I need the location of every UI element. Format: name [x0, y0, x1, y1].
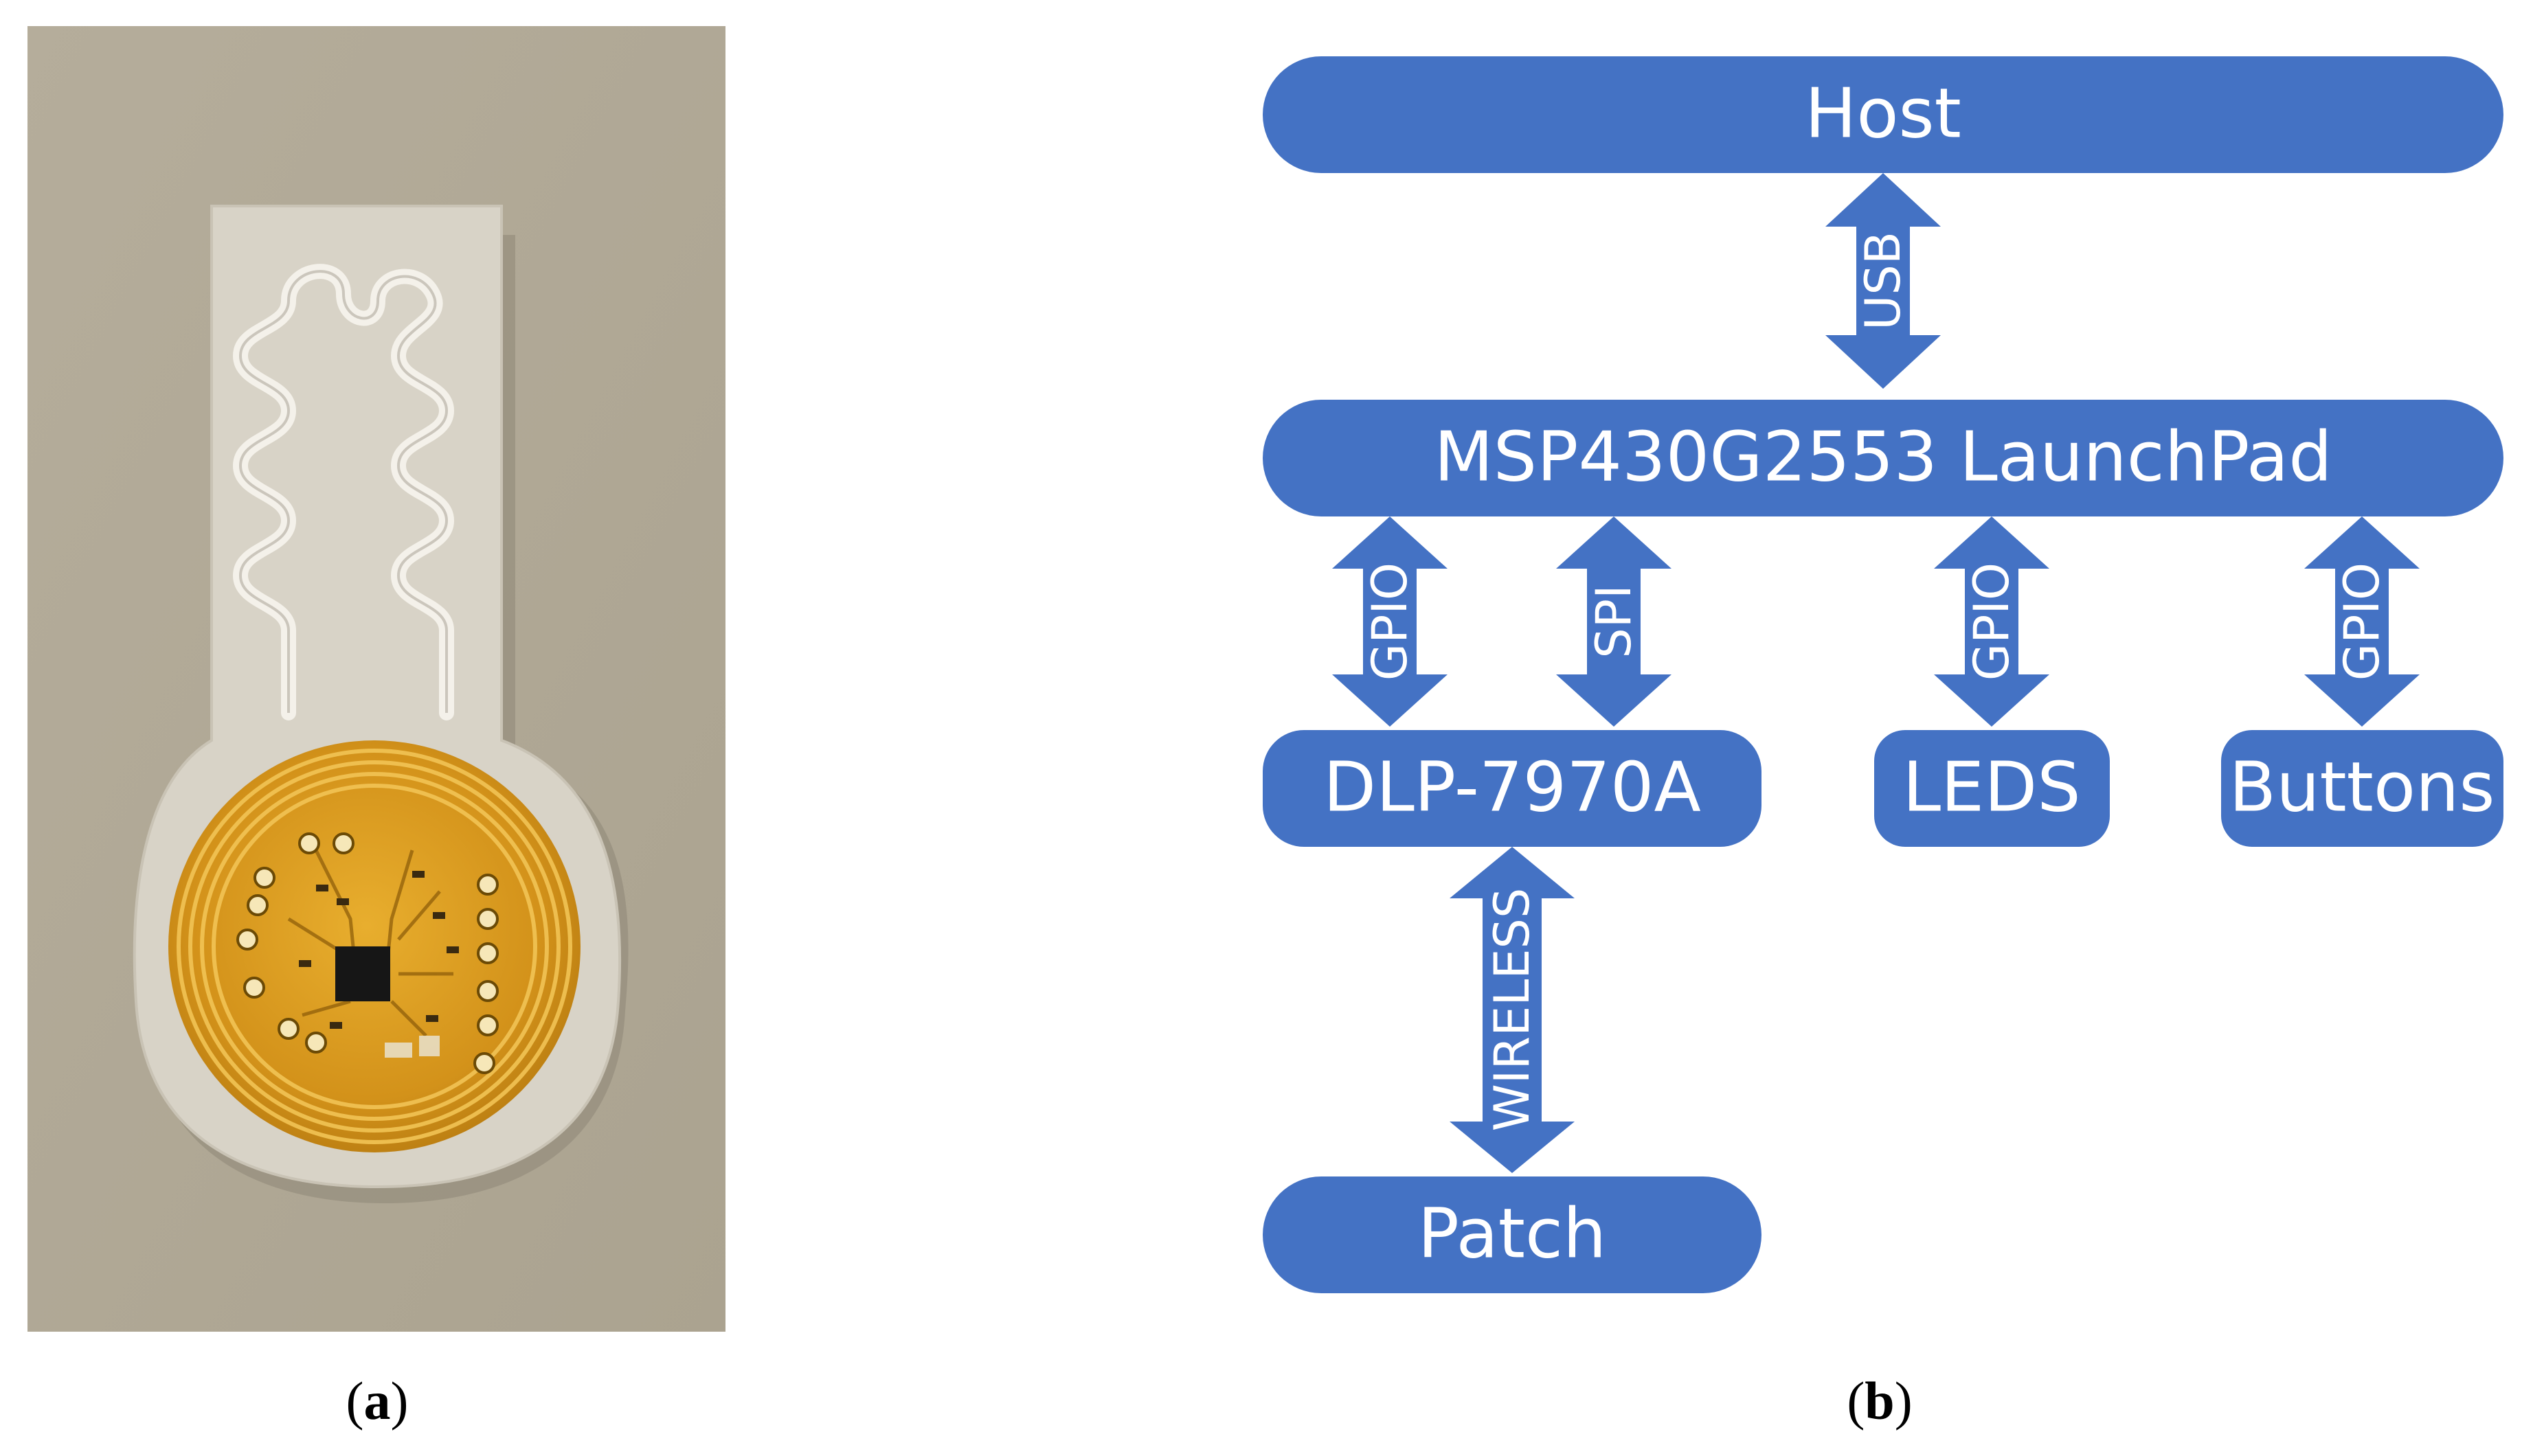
- caption-b: (b): [1847, 1370, 1912, 1432]
- sensor-patch-photo: [27, 26, 725, 1332]
- caption-b-letter: b: [1865, 1371, 1895, 1431]
- caption-b-close: ): [1894, 1371, 1913, 1431]
- launchpad-block: [1263, 400, 2503, 516]
- leds-block: [1874, 730, 2110, 847]
- usb-arrow: [1825, 173, 1941, 389]
- caption-a-letter: a: [363, 1371, 391, 1431]
- gpio-dlp-arrow-label: GPIO: [1362, 562, 1418, 681]
- caption-a-open: (: [346, 1371, 364, 1431]
- caption-a-close: ): [390, 1371, 409, 1431]
- sensor-pads: [385, 1036, 440, 1058]
- dlp-label: DLP-7970A: [1323, 747, 1701, 828]
- test-pads: [236, 832, 499, 1074]
- usb-arrow-label: USB: [1855, 231, 1911, 330]
- host-label: Host: [1805, 73, 1961, 154]
- leds-label: LEDS: [1902, 747, 2080, 828]
- gpio-leds-arrow: [1934, 516, 2049, 727]
- launchpad-label: MSP430G2553 LaunchPad: [1434, 417, 2332, 497]
- spi-arrow-label: SPI: [1586, 584, 1642, 658]
- wireless-arrow: [1450, 847, 1575, 1173]
- dlp-block: [1263, 730, 1761, 847]
- patch-block: [1263, 1176, 1761, 1293]
- spi-arrow: [1556, 516, 1671, 727]
- gpio-dlp-arrow: [1332, 516, 1448, 727]
- nfc-chip: [335, 946, 390, 1001]
- buttons-label: Buttons: [2229, 747, 2495, 828]
- gpio-buttons-arrow: [2304, 516, 2420, 727]
- caption-b-open: (: [1847, 1371, 1865, 1431]
- gpio-buttons-arrow-label: GPIO: [2334, 562, 2390, 681]
- host-block: [1263, 56, 2503, 173]
- patch-label: Patch: [1418, 1194, 1607, 1274]
- smd-components: [299, 871, 459, 1029]
- wireless-arrow-label: WIRELESS: [1484, 888, 1540, 1132]
- buttons-block: [2221, 730, 2503, 847]
- antenna-coil: [177, 749, 572, 1144]
- gpio-leds-arrow-label: GPIO: [1963, 562, 2020, 681]
- caption-a: (a): [346, 1370, 409, 1432]
